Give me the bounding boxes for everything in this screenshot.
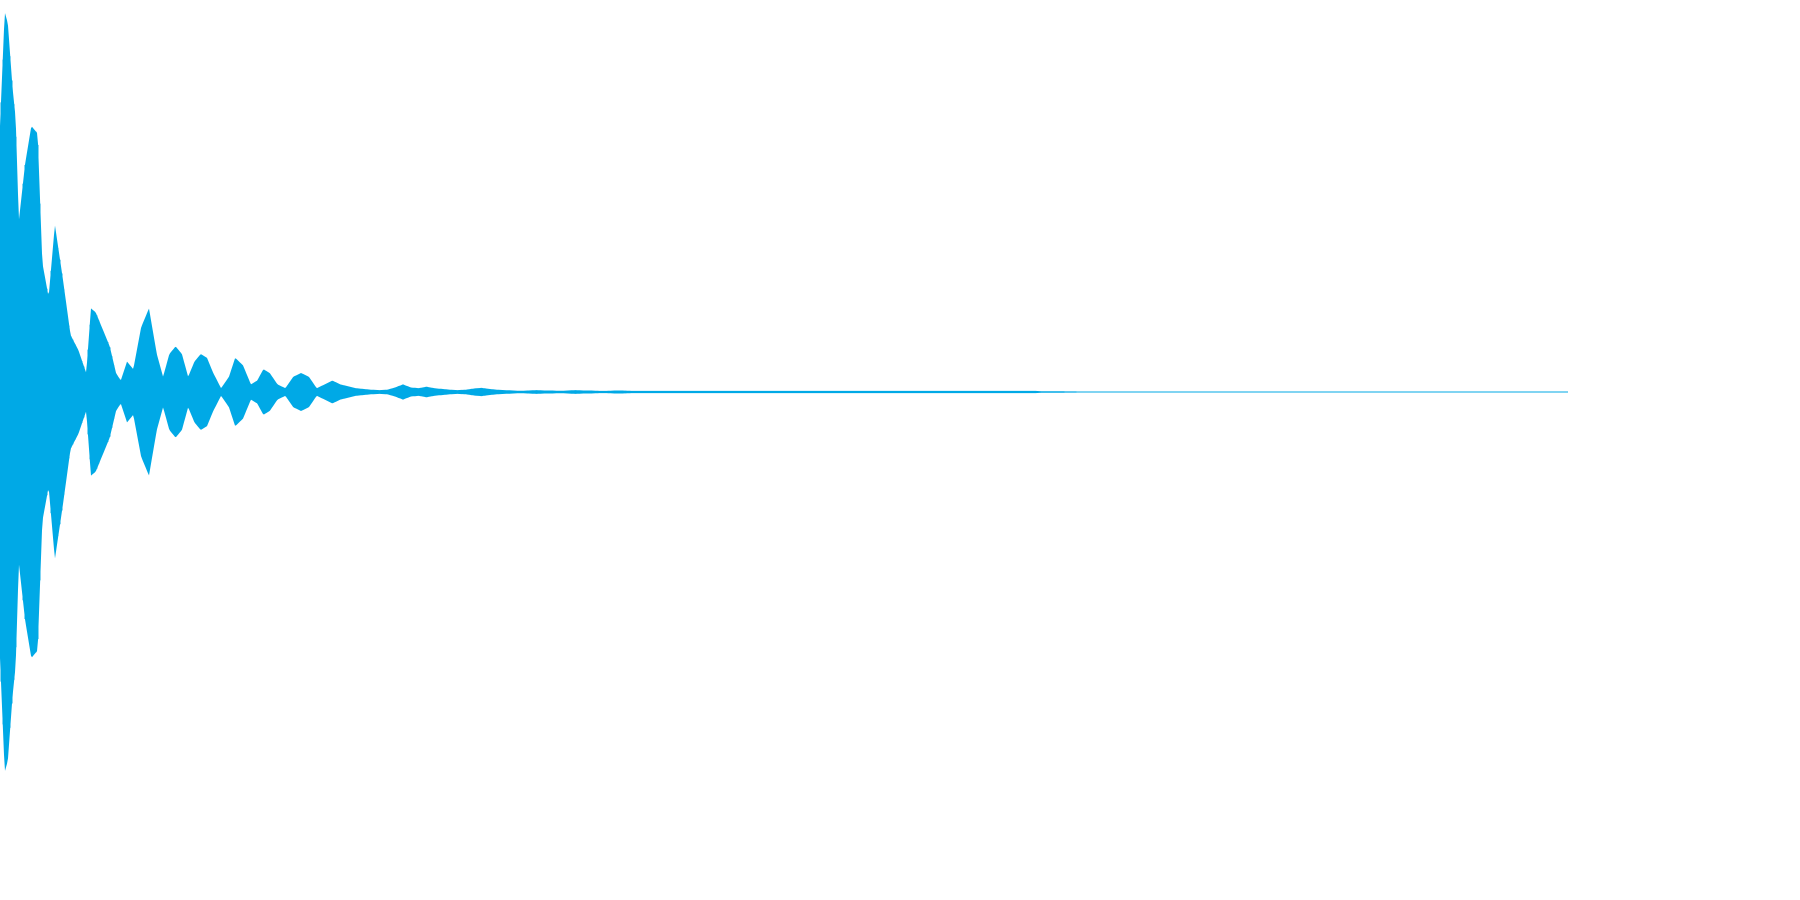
- waveform-plot: [0, 13, 1568, 771]
- waveform-oscillation: [0, 32, 120, 752]
- waveform-envelope: [0, 13, 1568, 771]
- waveform-view: [0, 13, 1568, 771]
